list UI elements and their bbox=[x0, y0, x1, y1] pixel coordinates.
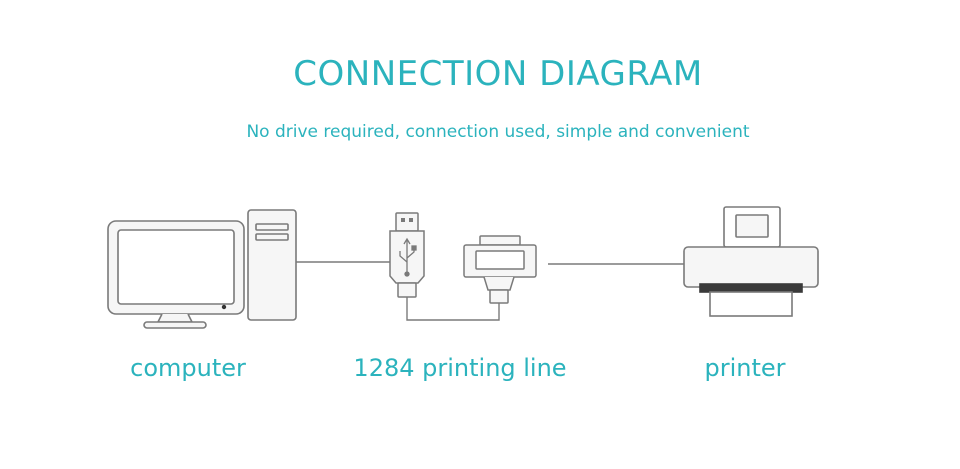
parallel-connector-tip bbox=[479, 235, 521, 246]
computer-icon bbox=[107, 209, 297, 329]
monitor-neck bbox=[156, 313, 194, 323]
monitor-screen bbox=[117, 229, 235, 305]
drive-bay-1 bbox=[255, 223, 289, 231]
printer-output-slot bbox=[699, 283, 803, 293]
usb-connector-tip bbox=[395, 212, 419, 232]
usb-strain-relief bbox=[397, 282, 417, 298]
monitor-stand bbox=[143, 321, 207, 329]
parallel-connector-neck bbox=[483, 276, 515, 291]
usb-plug-icon bbox=[389, 212, 425, 298]
diagram-title: CONNECTION DIAGRAM bbox=[293, 54, 703, 94]
printer-label: printer bbox=[704, 354, 786, 382]
printer-output-tray bbox=[709, 291, 793, 317]
parallel-connector-icon bbox=[463, 235, 537, 304]
printer-paper-slot bbox=[735, 214, 769, 238]
usb-pin-2 bbox=[409, 218, 413, 222]
parallel-strain-relief bbox=[489, 289, 509, 304]
usb-symbol-icon bbox=[399, 237, 417, 277]
cable-usb-to-parallel bbox=[406, 297, 500, 321]
power-led bbox=[221, 304, 227, 310]
computer-label: computer bbox=[130, 354, 246, 382]
printer-body bbox=[683, 246, 819, 288]
cable-label: 1284 printing line bbox=[353, 354, 567, 382]
parallel-connector-face bbox=[475, 250, 525, 270]
computer-tower bbox=[247, 209, 297, 321]
printer-icon bbox=[683, 206, 819, 317]
diagram-subtitle: No drive required, connection used, simp… bbox=[246, 122, 750, 142]
drive-bay-2 bbox=[255, 233, 289, 241]
usb-pin-1 bbox=[401, 218, 405, 222]
